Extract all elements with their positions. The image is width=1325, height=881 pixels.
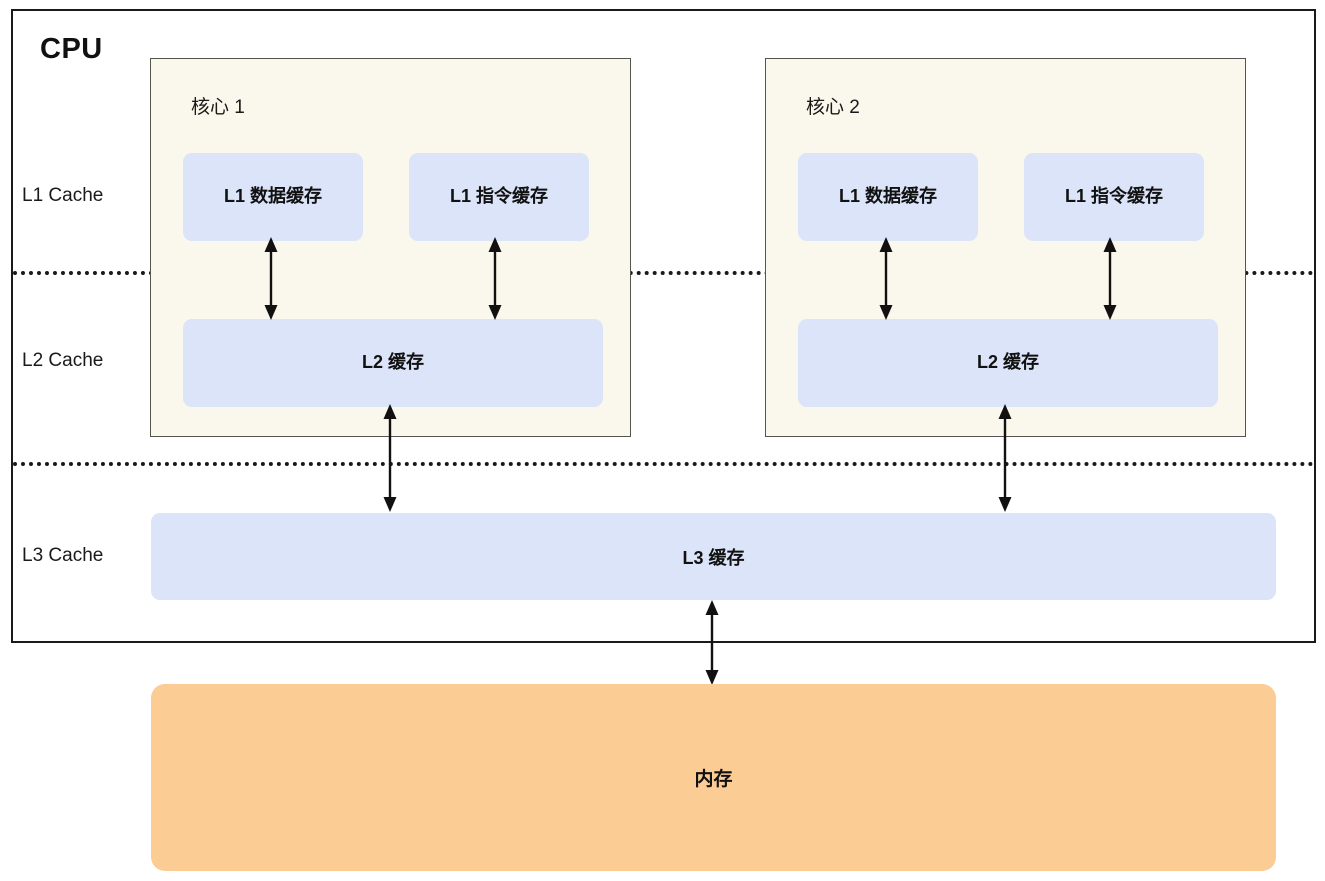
core-2-l1-instruction-cache: L1 指令缓存 [1024, 153, 1204, 241]
arrow-core1-l1instr-to-l2 [484, 237, 506, 320]
arrow-core2-l2-to-l3 [994, 404, 1016, 512]
divider-l1-l2 [13, 271, 1314, 275]
core-2-l2-cache: L2 缓存 [798, 319, 1218, 407]
cpu-title: CPU [40, 33, 103, 65]
arrow-core2-l1data-to-l2 [875, 237, 897, 320]
core-1-l1-data-cache: L1 数据缓存 [183, 153, 363, 241]
l3-cache-block: L3 缓存 [151, 513, 1276, 600]
core-1-title: 核心 1 [191, 97, 245, 118]
level-label-l1: L1 Cache [22, 185, 104, 206]
level-label-l3: L3 Cache [22, 545, 104, 566]
core-2-l1-data-cache: L1 数据缓存 [798, 153, 978, 241]
core-1-l2-cache: L2 缓存 [183, 319, 603, 407]
divider-l2-l3 [13, 462, 1314, 466]
level-label-l2: L2 Cache [22, 350, 104, 371]
core-2-title: 核心 2 [806, 97, 860, 118]
memory-block: 内存 [151, 684, 1276, 871]
arrow-core1-l2-to-l3 [379, 404, 401, 512]
core-2-container: 核心 2 L1 数据缓存 L1 指令缓存 L2 缓存 [765, 58, 1246, 437]
core-1-l1-instruction-cache: L1 指令缓存 [409, 153, 589, 241]
arrow-core2-l1instr-to-l2 [1099, 237, 1121, 320]
arrow-l3-to-memory [701, 600, 723, 685]
core-1-container: 核心 1 L1 数据缓存 L1 指令缓存 L2 缓存 [150, 58, 631, 437]
arrow-core1-l1data-to-l2 [260, 237, 282, 320]
